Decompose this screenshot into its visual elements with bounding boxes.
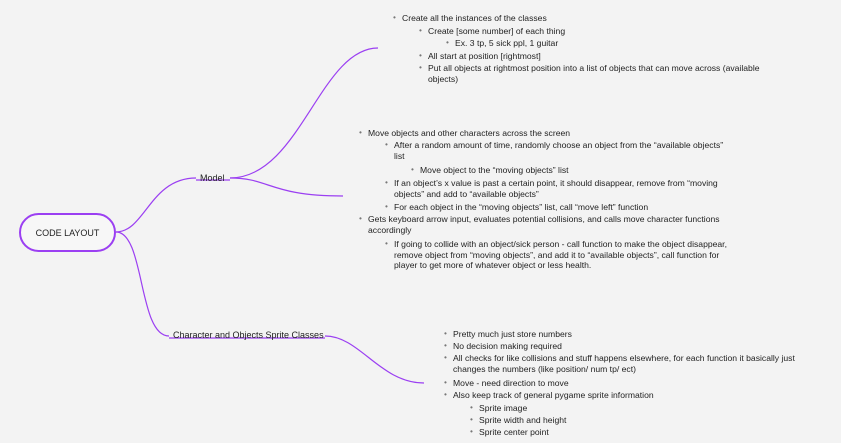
note-text: Create [some number] of each thing <box>428 26 566 36</box>
note-text: After a random amount of time, randomly … <box>394 140 724 161</box>
note-pygame-info[interactable]: •Also keep track of general pygame sprit… <box>444 390 654 400</box>
note-text: For each object in the “moving objects” … <box>394 202 649 212</box>
note-text: Ex. 3 tp, 5 sick ppl, 1 guitar <box>455 38 559 48</box>
note-random-choose[interactable]: •After a random amount of time, randomly… <box>385 140 729 161</box>
root-node[interactable]: CODE LAYOUT <box>19 213 116 252</box>
note-keyboard-input[interactable]: •Gets keyboard arrow input, evaluates po… <box>359 214 728 235</box>
note-no-decision[interactable]: •No decision making required <box>444 341 562 351</box>
branch-sprites-label: Character and Objects Sprite Classes <box>173 330 324 340</box>
note-example[interactable]: •Ex. 3 tp, 5 sick ppl, 1 guitar <box>446 38 559 48</box>
note-create-number[interactable]: •Create [some number] of each thing <box>419 26 566 36</box>
note-collide[interactable]: •If going to collide with an object/sick… <box>385 239 734 271</box>
note-store-numbers[interactable]: •Pretty much just store numbers <box>444 329 572 339</box>
connector-model-group1 <box>229 47 379 179</box>
note-text: Create all the instances of the classes <box>402 13 547 23</box>
branch-sprites[interactable]: Character and Objects Sprite Classes <box>173 330 324 340</box>
note-move-to-moving[interactable]: •Move object to the “moving objects” lis… <box>411 165 569 175</box>
connector-model-group2 <box>229 177 344 197</box>
note-text: Pretty much just store numbers <box>453 329 572 339</box>
note-sprite-center[interactable]: •Sprite center point <box>470 427 549 437</box>
note-sprite-size[interactable]: •Sprite width and height <box>470 415 567 425</box>
branch-model-label: Model <box>200 173 225 183</box>
note-text: Sprite image <box>479 403 528 413</box>
note-text: Move objects and other characters across… <box>368 128 571 138</box>
note-text: All checks for like collisions and stuff… <box>453 353 795 374</box>
note-text: If going to collide with an object/sick … <box>394 239 727 270</box>
branch-model[interactable]: Model <box>200 173 225 183</box>
connector-sprites-group <box>324 335 425 384</box>
note-text: Move - need direction to move <box>453 378 569 388</box>
note-text: Move object to the “moving objects” list <box>420 165 569 175</box>
note-move-direction[interactable]: •Move - need direction to move <box>444 378 569 388</box>
note-text: Put all objects at rightmost position in… <box>428 63 760 84</box>
note-sprite-image[interactable]: •Sprite image <box>470 403 528 413</box>
note-x-value[interactable]: •If an object’s x value is past a certai… <box>385 178 724 199</box>
connector-root-sprites <box>115 231 170 337</box>
note-text: Gets keyboard arrow input, evaluates pot… <box>368 214 720 235</box>
note-checks-elsewhere[interactable]: •All checks for like collisions and stuf… <box>444 353 813 374</box>
note-move-objects[interactable]: •Move objects and other characters acros… <box>359 128 571 138</box>
note-text: No decision making required <box>453 341 562 351</box>
note-text: Sprite center point <box>479 427 549 437</box>
note-text: Also keep track of general pygame sprite… <box>453 390 654 400</box>
note-move-left[interactable]: •For each object in the “moving objects”… <box>385 202 649 212</box>
note-start-position[interactable]: •All start at position [rightmost] <box>419 51 541 61</box>
note-create-instances[interactable]: •Create all the instances of the classes <box>393 13 547 23</box>
note-text: If an object’s x value is past a certain… <box>394 178 718 199</box>
connector-root-model <box>115 177 197 233</box>
note-text: Sprite width and height <box>479 415 567 425</box>
note-text: All start at position [rightmost] <box>428 51 541 61</box>
note-available-list[interactable]: •Put all objects at rightmost position i… <box>419 63 773 84</box>
root-label: CODE LAYOUT <box>35 227 100 238</box>
